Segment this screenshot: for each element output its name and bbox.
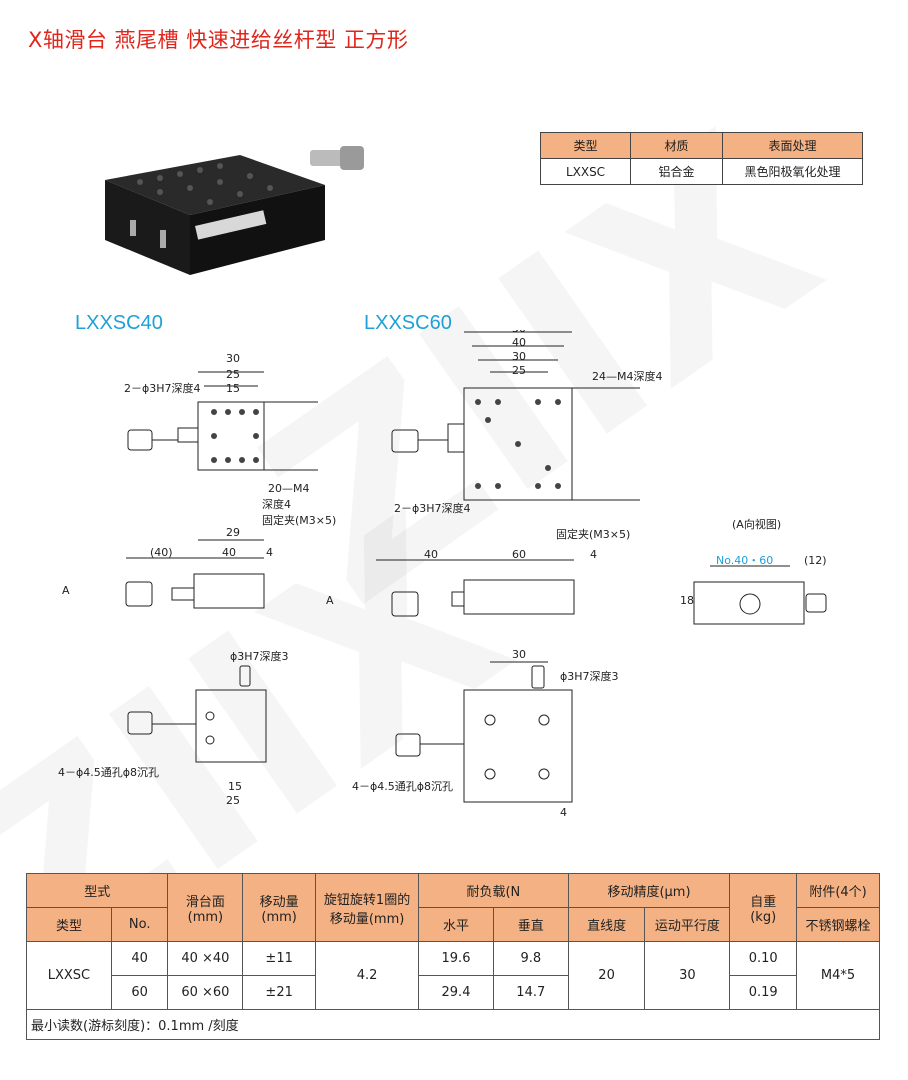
mat-cell-type: LXXSC (540, 158, 631, 185)
product-photo (105, 146, 364, 275)
table-cell-no: 60 (110, 975, 169, 1010)
spec-h-weight: 自重(kg) (729, 873, 798, 942)
mat-header-type: 类型 (540, 132, 631, 159)
page-title: X轴滑台 燕尾槽 快速进给丝杆型 正方形 (28, 28, 409, 52)
table-cell-straight: 20 (567, 941, 646, 1010)
a-view-label: (A向视图) (732, 517, 781, 531)
table-note: 最小读数(游标刻度)：0.1mm /刻度 (26, 1009, 880, 1040)
mat-header-surface: 表面处理 (722, 132, 863, 159)
table-cell-size: 60 ×60 (167, 975, 244, 1010)
dim-30b: 30 (512, 350, 526, 363)
m4-24-label: 24—M4深度4 (592, 369, 663, 383)
spec-h-parallelism: 运动平行度 (644, 907, 731, 942)
spec-h-no: No. (110, 907, 169, 942)
label-a-60: A (326, 594, 334, 607)
dim-50: 50 (512, 330, 526, 335)
spec-h-accessory: 附件(4个) (796, 873, 880, 908)
table-cell-v: 9.8 (492, 941, 569, 976)
spec-h-type: 类型 (26, 907, 112, 942)
table-cell-no: 40 (110, 941, 169, 976)
depth-label: 深度4 (262, 497, 291, 511)
spec-h-accuracy: 移动精度(μm) (567, 873, 731, 908)
table-cell-travel: ±21 (242, 975, 317, 1010)
model-label-40: LXXSC40 (75, 312, 163, 334)
table-cell-size: 40 ×40 (167, 941, 244, 976)
holes-label-40: 4－ϕ4.5通孔ϕ8沉孔 (58, 766, 159, 779)
dim-4-60: 4 (590, 548, 597, 561)
clamp-label: 固定夹(M3×5) (262, 513, 336, 527)
spec-h-load: 耐负载(N (418, 873, 569, 908)
table-cell-h: 19.6 (418, 941, 494, 976)
dim-29: 29 (226, 526, 240, 539)
dim-30-bottom: 30 (512, 648, 526, 661)
table-cell-travel: ±11 (242, 941, 317, 976)
m4-label: 20—M4 (268, 482, 310, 495)
spec-h-bolt: 不锈钢螺栓 (796, 907, 880, 942)
dim-60: 60 (512, 548, 526, 561)
spec-h-per-turn: 旋钮旋转1圈的移动量(mm) (315, 873, 420, 942)
mat-cell-material: 铝合金 (630, 158, 723, 185)
dim-4-bottom: 4 (560, 806, 567, 819)
label-a: A (62, 584, 70, 597)
dim-4: 4 (266, 546, 273, 559)
dim-25: 25 (226, 368, 240, 381)
table-cell-h: 29.4 (418, 975, 494, 1010)
dim-25b: 25 (512, 364, 526, 377)
dim-18-a: 18 (680, 594, 694, 607)
spec-h-horizontal: 水平 (418, 907, 494, 942)
table-cell-weight: 0.19 (729, 975, 798, 1010)
model-label-60: LXXSC60 (364, 312, 452, 334)
material-table: 类型 材质 表面处理 LXXSC 铝合金 黑色阳极氧化处理 (540, 132, 863, 185)
dim-40-side-60: 40 (424, 548, 438, 561)
spec-h-vertical: 垂直 (492, 907, 569, 942)
table-cell-weight: 0.10 (729, 941, 798, 976)
table-cell-per-turn: 4.2 (315, 941, 420, 1010)
dim-12p: (12) (804, 554, 827, 567)
spec-h-travel: 移动量(mm) (242, 873, 317, 942)
hole-label-60: 2－ϕ3H7深度4 (394, 501, 471, 515)
table-cell-parallel: 30 (644, 941, 731, 1010)
mat-header-material: 材质 (630, 132, 723, 159)
clamp-label-60: 固定夹(M3×5) (556, 527, 630, 541)
dim-40p: (40) (150, 546, 173, 559)
phi3-depth3-60: ϕ3H7深度3 (560, 669, 619, 683)
dim-40-side: 40 (222, 546, 236, 559)
spec-h-surface: 滑台面(mm) (167, 873, 244, 942)
hole-label: 2－ϕ3H7深度4 (124, 381, 201, 395)
dim-40: 40 (512, 336, 526, 349)
dim-30: 30 (226, 352, 240, 365)
spec-h-straightness: 直线度 (567, 907, 646, 942)
table-cell-type: LXXSC (26, 941, 112, 1010)
dim-15: 15 (226, 382, 240, 395)
spec-h-model: 型式 (25, 873, 169, 908)
holes-label-60: 4－ϕ4.5通孔ϕ8沉孔 (352, 780, 453, 793)
table-cell-v: 14.7 (492, 975, 569, 1010)
phi3-depth3: ϕ3H7深度3 (230, 649, 289, 663)
a-view-models: No.40・60 (716, 554, 773, 567)
spec-table: 型式 滑台面(mm) 移动量(mm) 旋钮旋转1圈的移动量(mm) 耐负载(N … (25, 873, 880, 1040)
table-cell-acc: M4*5 (796, 941, 880, 1010)
dim-25-bottom: 25 (226, 794, 240, 807)
dim-15-bottom: 15 (228, 780, 242, 793)
technical-drawing: 30 25 15 2－ϕ3H7深度4 20—M4 深度4 固定夹(M3×5) 2… (58, 330, 827, 819)
mat-cell-surface: 黑色阳极氧化处理 (722, 158, 863, 185)
